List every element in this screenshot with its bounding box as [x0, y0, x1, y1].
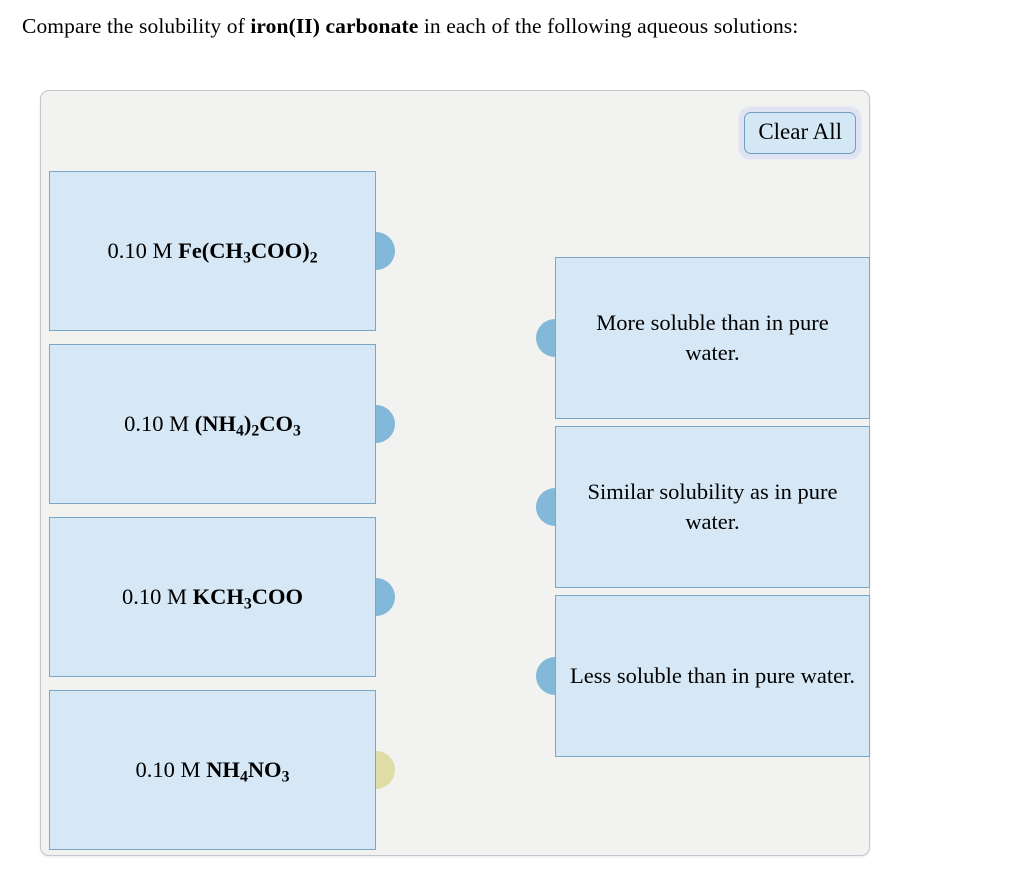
prompt-compound-name: iron(II) carbonate	[250, 14, 419, 38]
solution-item-1[interactable]: 0.10 M Fe(CH3COO)2	[49, 171, 395, 331]
answer-item-3-label: Less soluble than in pure water.	[570, 663, 855, 688]
prompt-text-after: in each of the following aqueous solutio…	[418, 14, 799, 38]
solution-item-1-formula: Fe(CH3COO)2	[178, 238, 318, 267]
answer-item-1[interactable]: More soluble than in pure water.	[536, 257, 870, 419]
connector-knob-solution-3[interactable]	[376, 578, 395, 616]
answer-item-3[interactable]: Less soluble than in pure water.	[536, 595, 870, 757]
connector-knob-solution-1[interactable]	[376, 232, 395, 270]
solutions-column: 0.10 M Fe(CH3COO)2 0.10 M (NH4)2CO3 0.10…	[49, 171, 395, 850]
solution-item-3-concentration: 0.10 M	[121, 584, 193, 609]
matching-panel: Clear All 0.10 M Fe(CH3COO)2 0.10 M (NH4…	[40, 90, 870, 856]
connector-knob-answer-2[interactable]	[536, 488, 555, 526]
solution-item-4-label: 0.10 M NH4NO3	[122, 755, 304, 785]
solution-item-2-formula: (NH4)2CO3	[194, 411, 301, 440]
answer-item-2[interactable]: Similar solubility as in pure water.	[536, 426, 870, 588]
solution-item-1-label: 0.10 M Fe(CH3COO)2	[93, 236, 331, 266]
answers-column: More soluble than in pure water. Similar…	[536, 257, 870, 757]
connector-knob-solution-2[interactable]	[376, 405, 395, 443]
solution-item-2[interactable]: 0.10 M (NH4)2CO3	[49, 344, 395, 504]
solution-item-2-label: 0.10 M (NH4)2CO3	[110, 409, 315, 439]
clear-all-button[interactable]: Clear All	[744, 112, 856, 154]
solution-item-4-formula: NH4NO3	[206, 757, 290, 786]
solution-item-3-formula: KCH3COO	[192, 584, 304, 613]
prompt-text-before: Compare the solubility of	[22, 14, 251, 38]
connector-knob-answer-3[interactable]	[536, 657, 555, 695]
solution-item-2-concentration: 0.10 M	[124, 411, 195, 436]
clear-all-focus-ring: Clear All	[739, 107, 861, 159]
connector-knob-solution-4[interactable]	[376, 751, 395, 789]
answer-item-1-label: More soluble than in pure water.	[596, 310, 829, 365]
solution-item-4[interactable]: 0.10 M NH4NO3	[49, 690, 395, 850]
solution-item-3[interactable]: 0.10 M KCH3COO	[49, 517, 395, 677]
solution-item-3-label: 0.10 M KCH3COO	[108, 582, 317, 612]
connector-knob-answer-1[interactable]	[536, 319, 555, 357]
question-prompt: Compare the solubility of iron(II) carbo…	[22, 12, 1002, 40]
solution-item-4-concentration: 0.10 M	[135, 757, 207, 782]
solution-item-1-concentration: 0.10 M	[107, 238, 179, 263]
answer-item-2-label: Similar solubility as in pure water.	[587, 479, 838, 534]
